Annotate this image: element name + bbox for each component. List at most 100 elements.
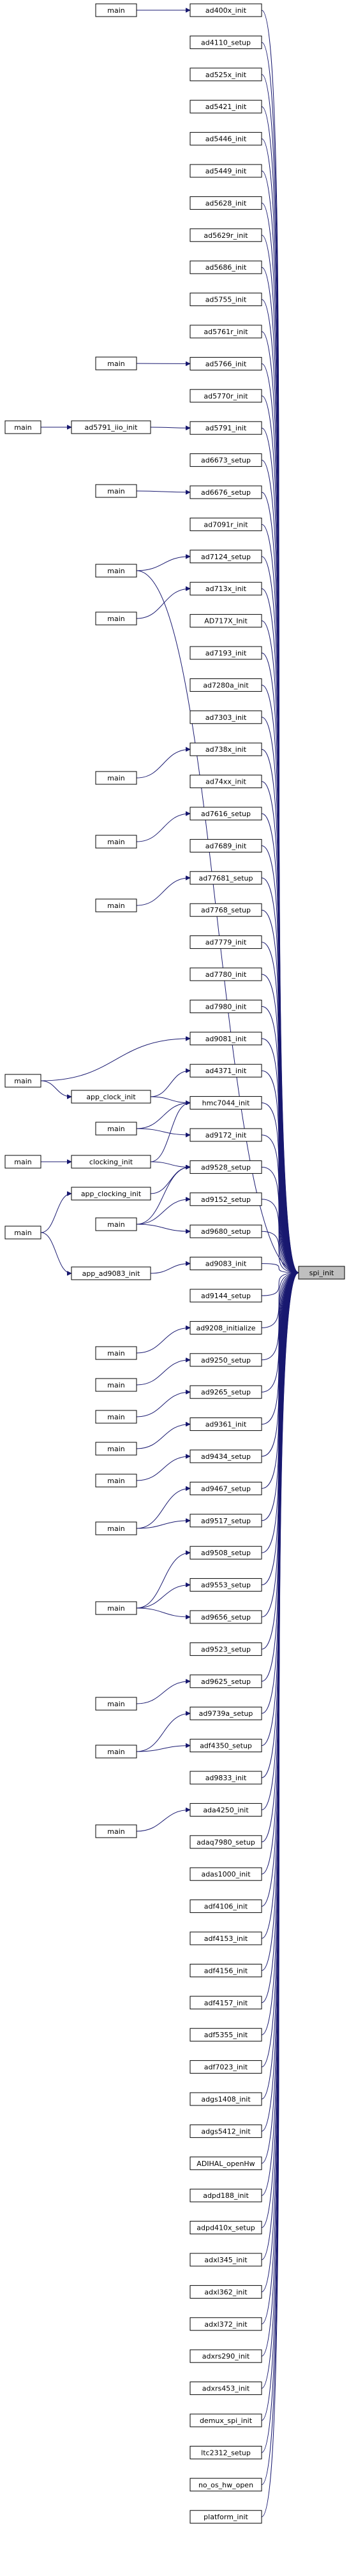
node-ad9083-init[interactable]: ad9083_init bbox=[189, 1257, 262, 1271]
node-ad5629r-init[interactable]: ad5629r_init bbox=[189, 228, 262, 242]
node-main[interactable]: main bbox=[95, 1474, 137, 1488]
node-main[interactable]: main bbox=[95, 1521, 137, 1535]
node-ad7980-init[interactable]: ad7980_init bbox=[189, 999, 262, 1013]
node-app-clocking-init[interactable]: app_clocking_init bbox=[71, 1187, 151, 1201]
node-ad7779-init[interactable]: ad7779_init bbox=[189, 935, 262, 949]
node-adxl345-init[interactable]: adxl345_init bbox=[189, 2253, 262, 2267]
node-ad5628-init[interactable]: ad5628_init bbox=[189, 196, 262, 210]
node-adas1000-init[interactable]: adas1000_init bbox=[189, 1867, 262, 1881]
node-ad9833-init[interactable]: ad9833_init bbox=[189, 1771, 262, 1785]
node-ad5791-init[interactable]: ad5791_init bbox=[189, 421, 262, 435]
node-ad9625-setup[interactable]: ad9625_setup bbox=[189, 1674, 262, 1688]
node-main[interactable]: main bbox=[95, 898, 137, 912]
node-main[interactable]: main bbox=[95, 1122, 137, 1136]
node-main[interactable]: main bbox=[95, 611, 137, 626]
node-no-os-hw-open[interactable]: no_os_hw_open bbox=[189, 2478, 262, 2492]
node-adihal-openhw[interactable]: ADIHAL_openHw bbox=[189, 2156, 262, 2170]
node-adf7023-init[interactable]: adf7023_init bbox=[189, 2060, 262, 2074]
node-ad5421-init[interactable]: ad5421_init bbox=[189, 99, 262, 113]
node-ad7616-setup[interactable]: ad7616_setup bbox=[189, 807, 262, 821]
node-ad9152-setup[interactable]: ad9152_setup bbox=[189, 1192, 262, 1206]
node-ad7780-init[interactable]: ad7780_init bbox=[189, 967, 262, 981]
node-adf4106-init[interactable]: adf4106_init bbox=[189, 1899, 262, 1914]
node-ad9467-setup[interactable]: ad9467_setup bbox=[189, 1481, 262, 1495]
node-adf4156-init[interactable]: adf4156_init bbox=[189, 1963, 262, 1977]
node-main[interactable]: main bbox=[95, 564, 137, 578]
node-ad9265-setup[interactable]: ad9265_setup bbox=[189, 1385, 262, 1399]
node-ad7091r-init[interactable]: ad7091r_init bbox=[189, 517, 262, 531]
node-ad9680-setup[interactable]: ad9680_setup bbox=[189, 1224, 262, 1238]
node-ad717x-init[interactable]: AD717X_Init bbox=[189, 614, 262, 628]
node-ad5755-init[interactable]: ad5755_init bbox=[189, 293, 262, 307]
node-main[interactable]: main bbox=[4, 1074, 41, 1088]
node-ad7768-setup[interactable]: ad7768_setup bbox=[189, 903, 262, 917]
node-ad9517-setup[interactable]: ad9517_setup bbox=[189, 1514, 262, 1528]
node-adgs5412-init[interactable]: adgs5412_init bbox=[189, 2124, 262, 2138]
node-main[interactable]: main bbox=[95, 1346, 137, 1360]
node-hmc7044-init[interactable]: hmc7044_init bbox=[189, 1096, 262, 1110]
node-ad5686-init[interactable]: ad5686_init bbox=[189, 260, 262, 274]
node-ad9656-setup[interactable]: ad9656_setup bbox=[189, 1610, 262, 1624]
node-ad9144-setup[interactable]: ad9144_setup bbox=[189, 1289, 262, 1303]
node-main[interactable]: main bbox=[95, 1410, 137, 1424]
node-ad5761r-init[interactable]: ad5761r_init bbox=[189, 325, 262, 339]
node-ad713x-init[interactable]: ad713x_init bbox=[189, 582, 262, 596]
node-main[interactable]: main bbox=[95, 1745, 137, 1759]
node-adf4153-init[interactable]: adf4153_init bbox=[189, 1931, 262, 1945]
node-ad9250-setup[interactable]: ad9250_setup bbox=[189, 1353, 262, 1367]
node-main[interactable]: main bbox=[4, 1226, 41, 1240]
node-app-clock-init[interactable]: app_clock_init bbox=[71, 1090, 151, 1104]
node-main[interactable]: main bbox=[95, 1824, 137, 1838]
node-ad9528-setup[interactable]: ad9528_setup bbox=[189, 1160, 262, 1174]
node-ad74xx-init[interactable]: ad74xx_init bbox=[189, 775, 262, 789]
node-adgs1408-init[interactable]: adgs1408_init bbox=[189, 2092, 262, 2106]
node-ad9361-init[interactable]: ad9361_init bbox=[189, 1417, 262, 1431]
node-ad738x-init[interactable]: ad738x_init bbox=[189, 742, 262, 756]
node-app-ad9083-init[interactable]: app_ad9083_init bbox=[71, 1266, 151, 1280]
node-ad5791-iio-init[interactable]: ad5791_iio_init bbox=[71, 420, 151, 434]
node-adf4350-setup[interactable]: adf4350_setup bbox=[189, 1739, 262, 1753]
node-main[interactable]: main bbox=[95, 356, 137, 370]
node-main[interactable]: main bbox=[95, 1378, 137, 1392]
node-main[interactable]: main bbox=[95, 484, 137, 498]
node-adf4157-init[interactable]: adf4157_init bbox=[189, 1996, 262, 2010]
node-ad77681-setup[interactable]: ad77681_setup bbox=[189, 871, 262, 885]
node-clocking-init[interactable]: clocking_init bbox=[71, 1155, 151, 1169]
node-main[interactable]: main bbox=[95, 1601, 137, 1615]
node-adaq7980-setup[interactable]: adaq7980_setup bbox=[189, 1835, 262, 1849]
node-ad9739a-setup[interactable]: ad9739a_setup bbox=[189, 1706, 262, 1720]
node-main[interactable]: main bbox=[4, 1155, 41, 1169]
node-ad7303-init[interactable]: ad7303_init bbox=[189, 710, 262, 724]
node-demux-spi-init[interactable]: demux_spi_init bbox=[189, 2413, 262, 2427]
node-adpd410x-setup[interactable]: adpd410x_setup bbox=[189, 2221, 262, 2235]
node-ad9508-setup[interactable]: ad9508_setup bbox=[189, 1546, 262, 1560]
node-ad9208-initialize[interactable]: ad9208_initialize bbox=[189, 1321, 262, 1335]
node-ad5766-init[interactable]: ad5766_init bbox=[189, 356, 262, 370]
node-ad9434-setup[interactable]: ad9434_setup bbox=[189, 1449, 262, 1463]
node-adxl362-init[interactable]: adxl362_init bbox=[189, 2285, 262, 2299]
node-ad4371-init[interactable]: ad4371_init bbox=[189, 1064, 262, 1078]
node-main[interactable]: main bbox=[95, 1697, 137, 1711]
node-ad5449-init[interactable]: ad5449_init bbox=[189, 164, 262, 178]
node-ad9553-setup[interactable]: ad9553_setup bbox=[189, 1578, 262, 1592]
node-ad400x-init[interactable]: ad400x_init bbox=[189, 3, 262, 17]
node-ad7280a-init[interactable]: ad7280a_init bbox=[189, 678, 262, 692]
node-ltc2312-setup[interactable]: ltc2312_setup bbox=[189, 2445, 262, 2459]
node-ada4250-init[interactable]: ada4250_init bbox=[189, 1803, 262, 1817]
node-adxrs453-init[interactable]: adxrs453_init bbox=[189, 2382, 262, 2396]
node-main[interactable]: main bbox=[95, 1442, 137, 1456]
node-main[interactable]: main bbox=[4, 420, 41, 434]
node-ad9081-init[interactable]: ad9081_init bbox=[189, 1032, 262, 1046]
node-ad7124-setup[interactable]: ad7124_setup bbox=[189, 550, 262, 564]
node-ad5770r-init[interactable]: ad5770r_init bbox=[189, 389, 262, 403]
node-ad6673-setup[interactable]: ad6673_setup bbox=[189, 453, 262, 467]
node-adf5355-init[interactable]: adf5355_init bbox=[189, 2028, 262, 2042]
node-ad525x-init[interactable]: ad525x_init bbox=[189, 68, 262, 82]
node-adpd188-init[interactable]: adpd188_init bbox=[189, 2188, 262, 2202]
node-ad6676-setup[interactable]: ad6676_setup bbox=[189, 485, 262, 499]
node-main[interactable]: main bbox=[95, 1217, 137, 1231]
node-ad7689-init[interactable]: ad7689_init bbox=[189, 838, 262, 853]
node-main[interactable]: main bbox=[95, 835, 137, 849]
node-platform-init[interactable]: platform_init bbox=[189, 2510, 262, 2524]
node-spi-init[interactable]: spi_init bbox=[298, 1266, 345, 1280]
